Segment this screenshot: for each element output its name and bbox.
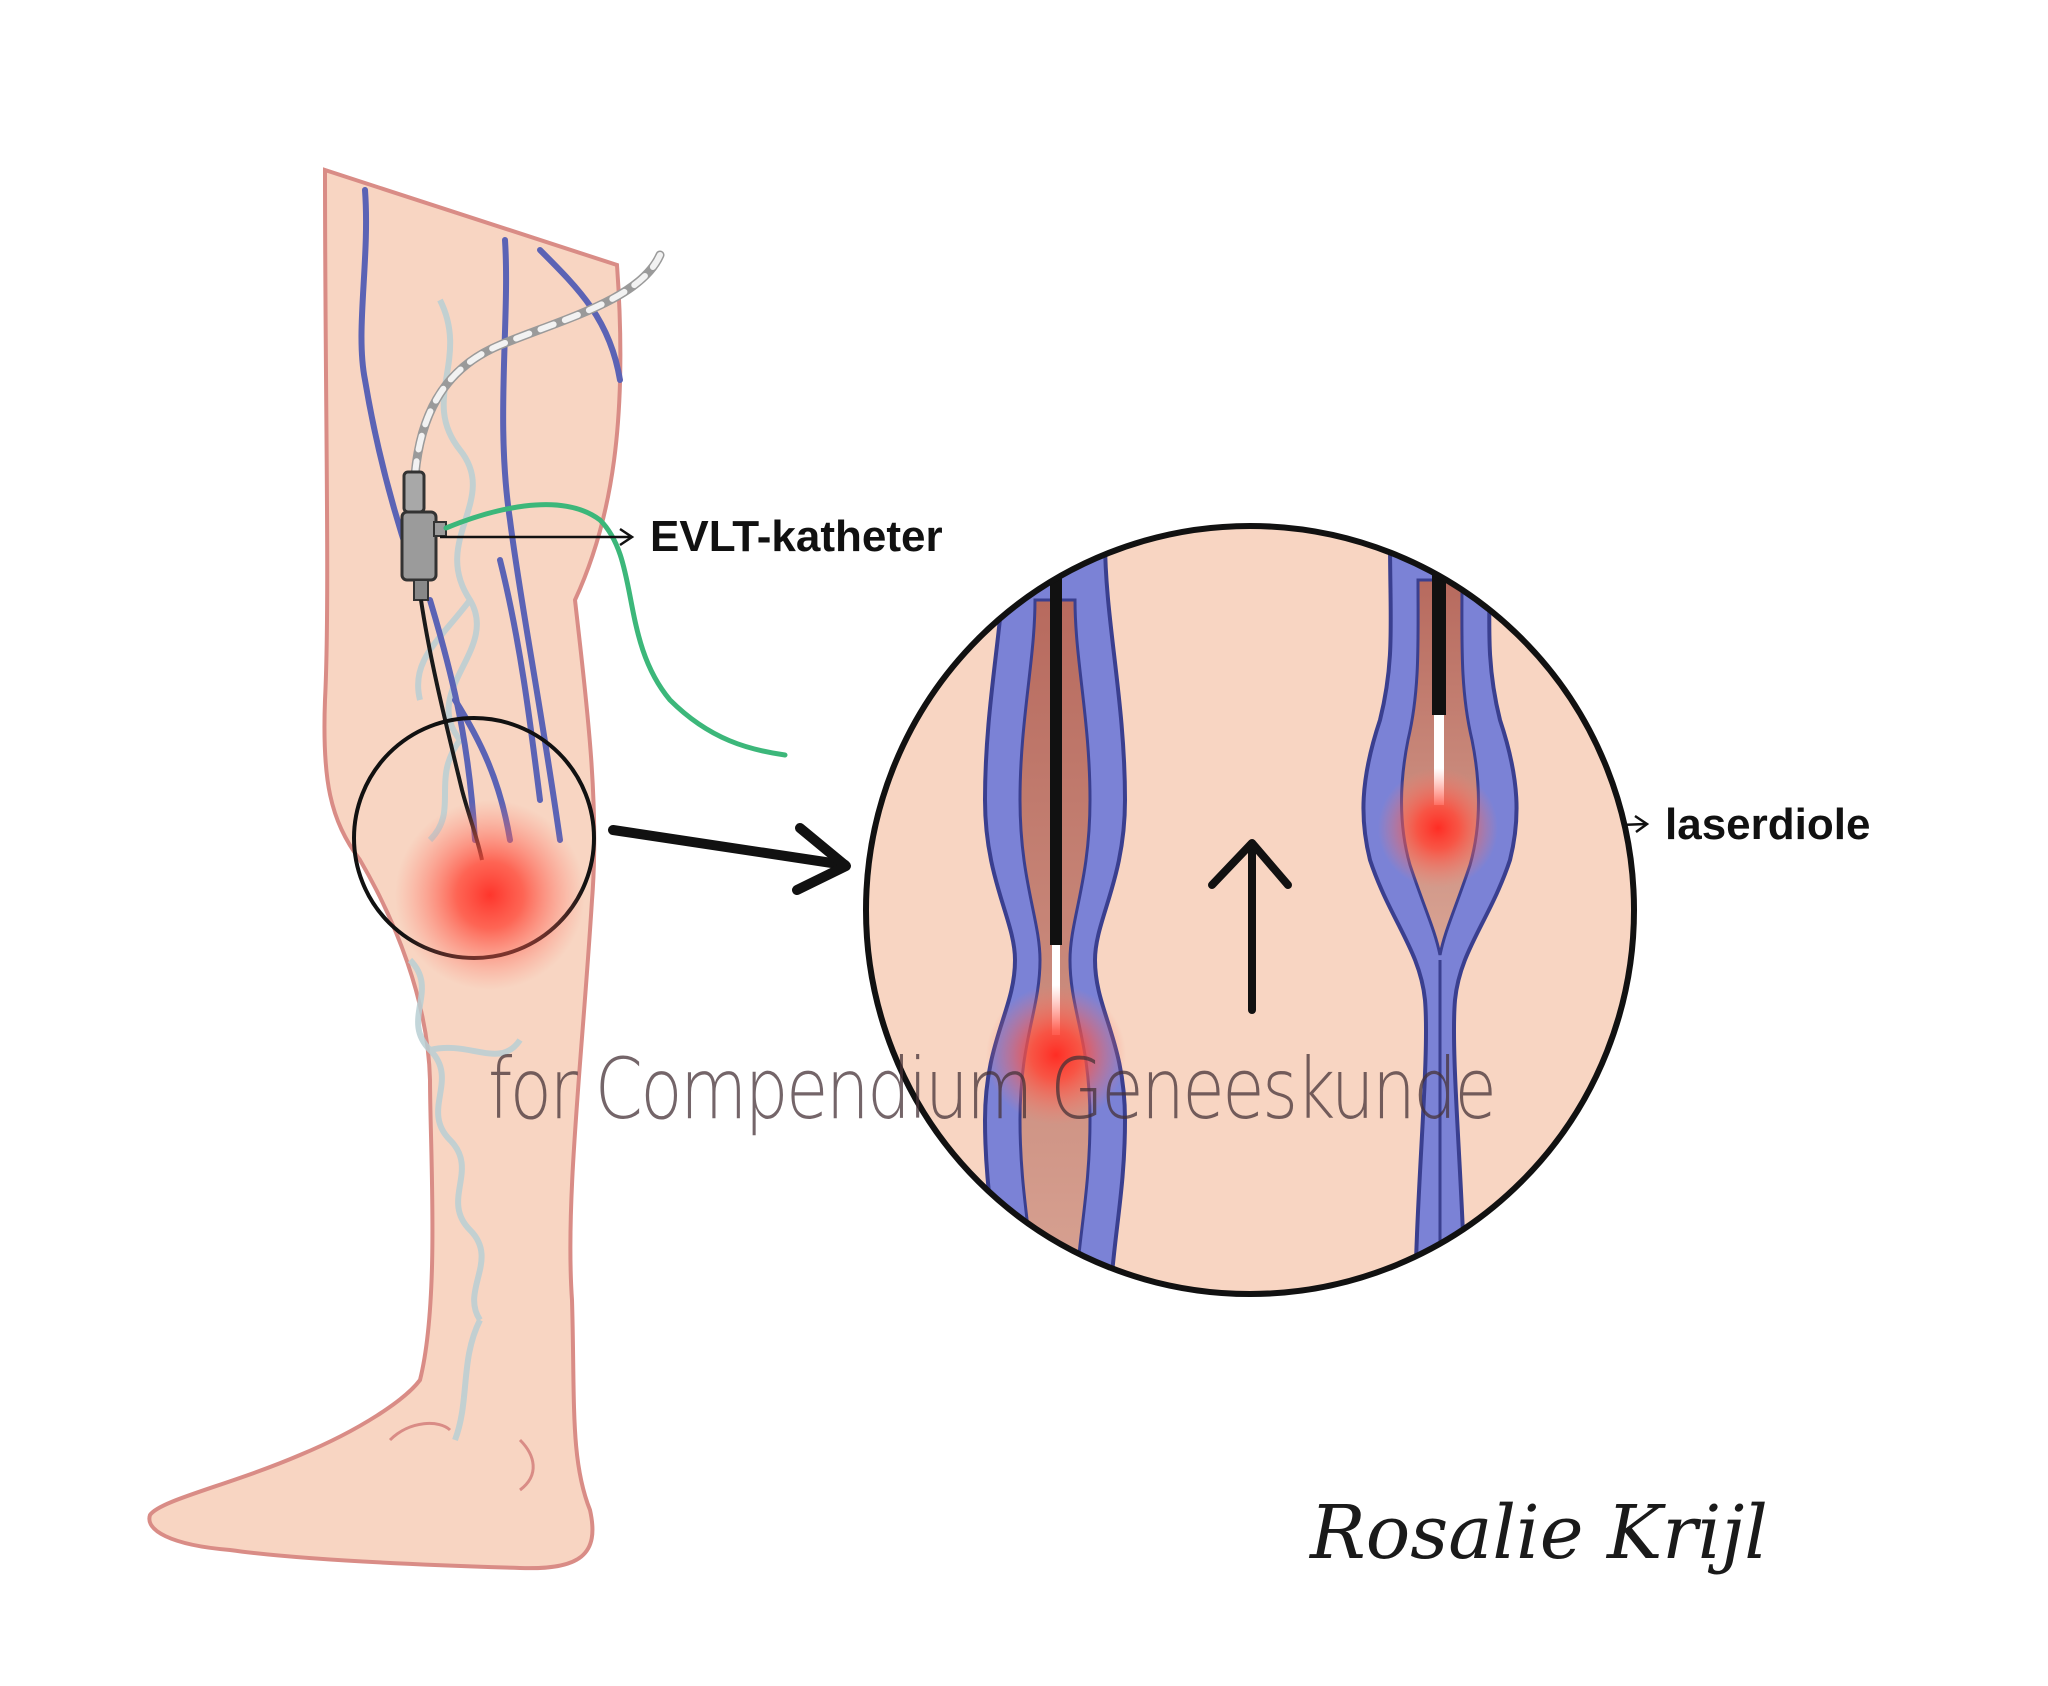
zoom-view (863, 523, 1637, 1297)
right-fiber-tip (1434, 715, 1444, 805)
left-fiber (1050, 540, 1062, 945)
watermark: for Compendium Geneeskunde (488, 1040, 1497, 1138)
right-fiber (1432, 540, 1446, 715)
knee-magnifier (352, 716, 596, 990)
knee-laser-glow (395, 800, 585, 990)
zoom-arrow (608, 825, 850, 870)
pullback-arrow (1208, 839, 1292, 1014)
artist-signature: Rosalie Krijl (1310, 1490, 1768, 1576)
left-laser-glow (986, 985, 1126, 1125)
catheter-label: EVLT-katheter (650, 512, 943, 561)
ankle-crease (518, 1438, 535, 1492)
heel-crease (388, 1421, 452, 1442)
catheter-handle (400, 510, 438, 582)
catheter-handle-top (402, 470, 426, 514)
green-fiber (443, 502, 788, 758)
right-laser-glow (1378, 768, 1498, 888)
laser-diode-label: laserdiole (1665, 800, 1871, 849)
